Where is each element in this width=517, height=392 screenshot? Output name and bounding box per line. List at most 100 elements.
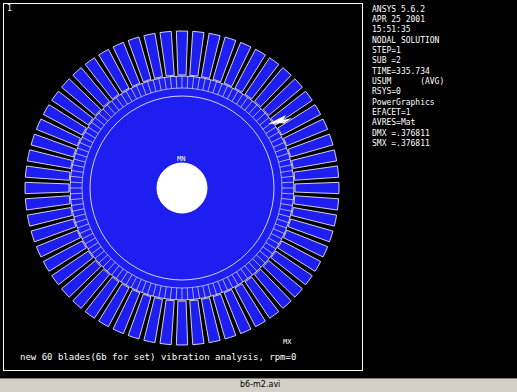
dovetail-slot: [71, 204, 83, 206]
legend-info-line: DMX =.376811: [372, 129, 430, 139]
dovetail-slot: [72, 209, 84, 211]
blade: [27, 208, 72, 227]
dovetail-slot: [208, 285, 211, 297]
max-marker: MX: [283, 337, 291, 347]
dovetail-slot: [112, 266, 120, 275]
dovetail-slot: [153, 80, 156, 92]
legend-info-line: RSYS=0: [372, 87, 401, 97]
dovetail-slot: [71, 176, 83, 177]
bladed-disk: [25, 31, 339, 345]
plot-frame: [4, 4, 363, 371]
legend-info-line: AVRES=Mat: [372, 118, 415, 128]
dovetail-slot: [232, 91, 238, 101]
blade: [25, 196, 70, 210]
dovetail-slot: [85, 238, 95, 244]
dovetail-slot: [91, 122, 101, 129]
dovetail-slot: [218, 83, 222, 94]
dovetail-slot: [153, 285, 156, 297]
dovetail-slot: [241, 97, 248, 107]
dovetail-slot: [232, 275, 238, 285]
dovetail-slot: [273, 229, 284, 234]
dovetail-slot: [282, 193, 294, 195]
dovetail-slot: [112, 101, 120, 110]
blade: [202, 298, 221, 343]
dovetail-slot: [281, 170, 293, 172]
dovetail-slot: [245, 101, 253, 110]
dovetail-slot: [147, 283, 151, 294]
dovetail-slot: [275, 148, 286, 152]
blade: [25, 182, 69, 193]
dovetail-slot: [277, 153, 288, 157]
dovetail-slot: [77, 148, 88, 152]
dovetail-slot: [236, 94, 243, 104]
blade: [160, 300, 174, 345]
dovetail-slot: [281, 204, 293, 206]
dovetail-slot: [282, 188, 294, 189]
dovetail-slot: [82, 233, 93, 238]
blade: [176, 31, 187, 75]
dovetail-slot: [241, 269, 248, 279]
dovetail-slot: [260, 251, 269, 259]
dovetail-slot: [218, 281, 222, 292]
dovetail-slot: [136, 86, 141, 97]
dovetail-slot: [208, 80, 211, 92]
dovetail-slot: [107, 262, 115, 271]
dovetail-slot: [227, 277, 232, 288]
dovetail-slot: [70, 193, 82, 195]
dovetail-slot: [82, 137, 93, 142]
dovetail-slot: [245, 266, 253, 275]
dovetail-slot: [91, 247, 101, 254]
legend-info-line: EFACET=1: [372, 108, 411, 118]
dovetail-slot: [107, 105, 115, 114]
blade: [292, 150, 337, 169]
blade: [190, 31, 204, 76]
dovetail-slot: [280, 165, 292, 167]
dovetail-slot: [192, 77, 193, 89]
dovetail-slot: [74, 159, 86, 162]
dovetail-slot: [203, 78, 205, 90]
dovetail-slot: [256, 113, 265, 121]
dovetail-slot: [70, 182, 82, 184]
dovetail-slot: [192, 287, 193, 299]
dovetail-slot: [116, 269, 123, 279]
legend-info-line: NODAL SOLUTION: [372, 36, 439, 46]
dovetail-slot: [88, 127, 98, 134]
dovetail-slot: [71, 170, 83, 172]
dovetail-slot: [269, 238, 279, 244]
black-ground: [0, 0, 517, 378]
dovetail-slot: [77, 224, 88, 228]
dovetail-slot: [99, 255, 108, 263]
dovetail-slot: [269, 132, 279, 138]
dovetail-slot: [249, 262, 257, 271]
dovetail-slot: [170, 77, 171, 89]
dovetail-slot: [227, 88, 232, 99]
dovetail-slot: [263, 247, 273, 254]
dovetail-slot: [266, 127, 276, 134]
window-number: 1: [7, 4, 12, 14]
dovetail-slot: [126, 275, 132, 285]
dovetail-slot: [147, 81, 151, 92]
legend-info-line: SUB =2: [372, 56, 401, 66]
dovetail-slot: [182, 288, 183, 300]
dovetail-slot: [80, 229, 91, 234]
dovetail-slot: [279, 159, 291, 162]
blade: [294, 166, 339, 180]
legend-info-line: TIME=335.734: [372, 67, 430, 77]
dovetail-slot: [121, 94, 128, 104]
dovetail-slot: [75, 153, 86, 157]
dovetail-slot: [277, 219, 288, 223]
blade: [294, 196, 339, 210]
dovetail-slot: [187, 76, 189, 88]
dovetail-slot: [213, 283, 217, 294]
dovetail-slot: [223, 86, 228, 97]
dovetail-slot: [85, 132, 95, 138]
blade: [144, 33, 163, 78]
blade: [25, 166, 70, 180]
dovetail-slot: [203, 286, 205, 298]
dovetail-slot: [271, 233, 282, 238]
dovetail-slot: [282, 182, 294, 184]
dovetail-slot: [182, 76, 183, 88]
dovetail-slot: [72, 165, 84, 167]
dovetail-slot: [131, 277, 136, 288]
